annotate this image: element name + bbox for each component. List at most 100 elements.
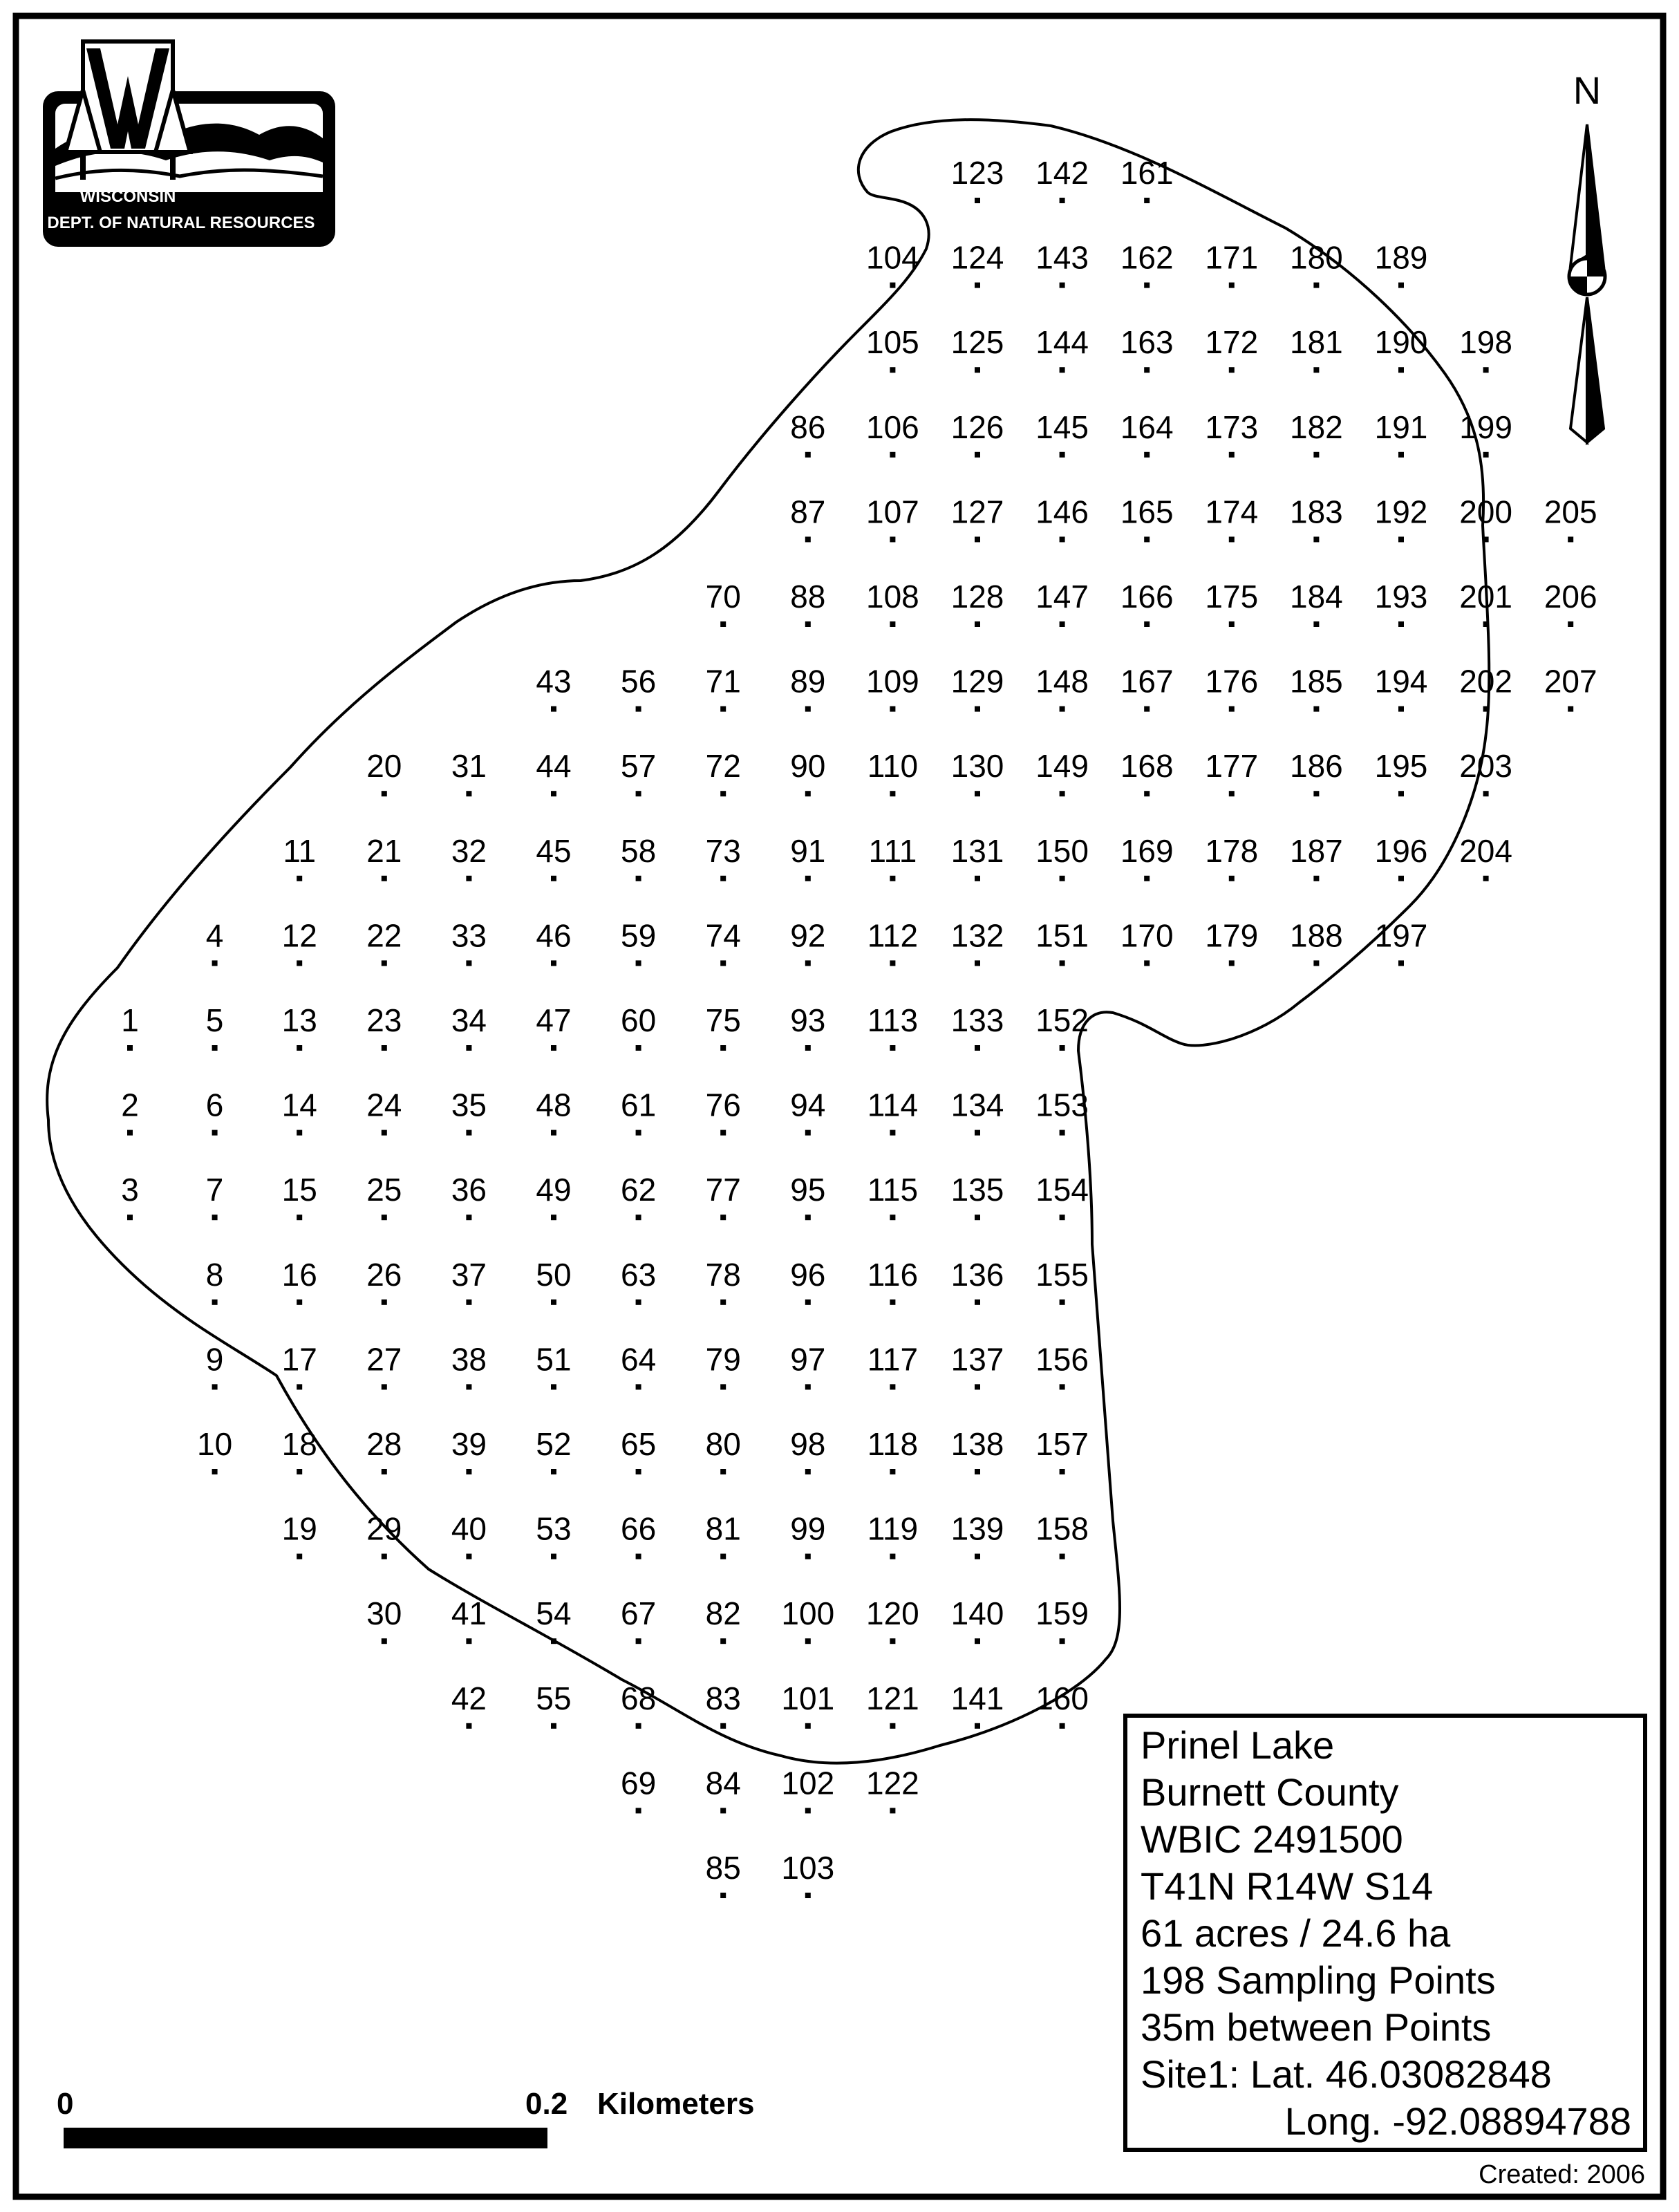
sampling-point-marker	[975, 282, 980, 288]
scale-bar: 0 0.2 Kilometers	[57, 2087, 754, 2148]
sampling-point: 26	[366, 1257, 402, 1305]
sampling-point: 72	[706, 748, 741, 797]
sampling-point-marker	[381, 1553, 387, 1559]
sampling-point: 143	[1035, 240, 1089, 288]
sampling-point-label: 67	[621, 1595, 656, 1631]
sampling-point-marker	[805, 1045, 811, 1051]
sampling-point-label: 140	[951, 1595, 1004, 1631]
sampling-point: 70	[706, 579, 741, 627]
legend-line-5: 61 acres / 24.6 ha	[1141, 1911, 1451, 1955]
sampling-point: 81	[706, 1511, 741, 1559]
sampling-point-label: 176	[1205, 664, 1258, 700]
wdnr-logo-icon: WISCONSIN DEPT. OF NATURAL RESOURCES	[43, 39, 335, 247]
sampling-point-label: 196	[1375, 833, 1428, 869]
sampling-point: 8	[206, 1257, 223, 1305]
sampling-point-label: 44	[536, 748, 571, 784]
sampling-point: 56	[621, 664, 656, 712]
sampling-point-marker	[212, 960, 218, 966]
sampling-point: 113	[867, 1002, 918, 1051]
sampling-point: 57	[621, 748, 656, 797]
sampling-point-marker	[890, 1384, 896, 1390]
legend-line-4: T41N R14W S14	[1141, 1864, 1433, 1908]
sampling-point-label: 123	[951, 155, 1004, 191]
sampling-point-marker	[1313, 791, 1320, 797]
sampling-point: 162	[1120, 240, 1174, 288]
sampling-point-label: 57	[621, 748, 656, 784]
sampling-point-marker	[1144, 451, 1150, 458]
sampling-point-marker	[890, 960, 896, 966]
sampling-point-marker	[1228, 621, 1235, 627]
sampling-point-label: 118	[867, 1426, 918, 1462]
sampling-point-marker	[975, 1130, 980, 1136]
sampling-point: 138	[951, 1426, 1004, 1474]
sampling-point-marker	[1313, 875, 1320, 881]
sampling-point-marker	[1313, 960, 1320, 966]
sampling-point: 71	[706, 664, 741, 712]
sampling-point: 197	[1375, 917, 1427, 966]
sampling-point-marker	[635, 1723, 641, 1729]
sampling-point-label: 52	[536, 1426, 571, 1462]
sampling-point: 60	[621, 1002, 656, 1051]
sampling-point: 68	[621, 1680, 656, 1729]
sampling-point-marker	[297, 1215, 303, 1221]
sampling-point-marker	[381, 1469, 387, 1474]
sampling-point-marker	[890, 1469, 896, 1474]
sampling-point: 46	[536, 917, 572, 966]
sampling-point-label: 198	[1459, 324, 1512, 360]
sampling-point: 207	[1544, 664, 1597, 712]
sampling-point-marker	[1059, 621, 1065, 627]
sampling-point: 101	[781, 1680, 834, 1729]
sampling-point-marker	[297, 1299, 303, 1305]
sampling-point-marker	[297, 1469, 303, 1474]
sampling-point-label: 153	[1035, 1087, 1089, 1123]
sampling-point-marker	[1228, 536, 1235, 543]
legend-box: Prinel Lake Burnett County WBIC 2491500 …	[1123, 1714, 1647, 2152]
sampling-point-label: 202	[1459, 664, 1512, 700]
sampling-point-label: 45	[536, 833, 571, 869]
sampling-point: 196	[1375, 833, 1428, 881]
sampling-point: 203	[1459, 748, 1512, 797]
sampling-point-label: 103	[781, 1850, 834, 1886]
sampling-point-marker	[1144, 960, 1150, 966]
sampling-point-label: 62	[621, 1172, 656, 1208]
sampling-point-marker	[1398, 621, 1404, 627]
sampling-point: 114	[867, 1087, 918, 1136]
sampling-point-marker	[635, 1553, 641, 1559]
sampling-point-label: 70	[706, 579, 741, 615]
sampling-point-marker	[1313, 621, 1320, 627]
sampling-point-label: 138	[951, 1426, 1004, 1462]
sampling-point-marker	[890, 1638, 896, 1644]
sampling-point: 159	[1035, 1595, 1089, 1644]
sampling-point: 41	[451, 1595, 487, 1644]
sampling-point: 28	[366, 1426, 402, 1474]
sampling-point-label: 68	[621, 1680, 656, 1716]
sampling-point: 188	[1290, 917, 1343, 966]
sampling-point-marker	[1059, 960, 1065, 966]
sampling-point-marker	[890, 875, 896, 881]
sampling-point: 106	[866, 409, 919, 458]
sampling-point-marker	[381, 875, 387, 881]
sampling-point-marker	[551, 706, 556, 712]
sampling-point-marker	[212, 1215, 218, 1221]
sampling-point: 3	[121, 1172, 139, 1221]
sampling-point: 18	[282, 1426, 317, 1474]
sampling-point-marker	[1313, 706, 1320, 712]
sampling-point-label: 71	[706, 664, 741, 700]
sampling-point-label: 172	[1205, 324, 1258, 360]
sampling-point-label: 146	[1035, 494, 1089, 529]
sampling-point-marker	[127, 1130, 133, 1136]
sampling-point: 158	[1035, 1511, 1089, 1559]
sampling-point-label: 180	[1290, 240, 1343, 276]
sampling-point-label: 33	[451, 917, 487, 953]
sampling-point-label: 159	[1035, 1595, 1089, 1631]
sampling-point-marker	[381, 1384, 387, 1390]
sampling-point-label: 188	[1290, 917, 1343, 953]
sampling-point: 112	[867, 917, 918, 966]
sampling-point-label: 82	[706, 1595, 741, 1631]
sampling-point-marker	[805, 451, 811, 458]
sampling-point: 177	[1205, 748, 1258, 797]
sampling-point-label: 99	[790, 1511, 825, 1547]
legend-line-6: 198 Sampling Points	[1141, 1958, 1496, 2002]
sampling-point-label: 66	[621, 1511, 656, 1547]
sampling-point-label: 204	[1459, 833, 1512, 869]
